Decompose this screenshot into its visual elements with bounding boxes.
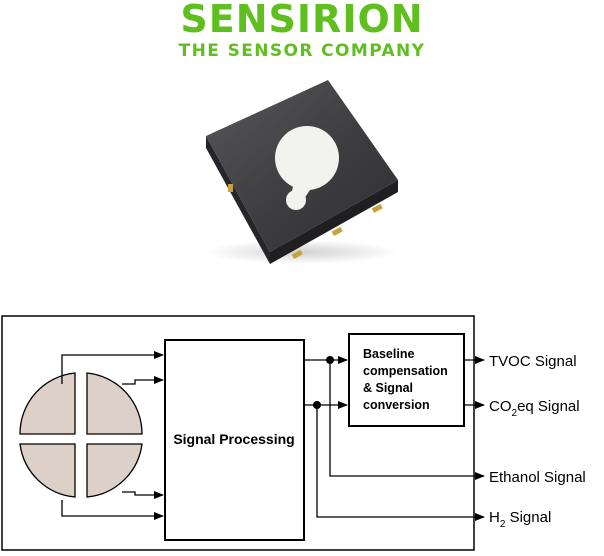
output-h2-suffix: Signal	[505, 509, 551, 526]
sensor-connectors	[61, 351, 164, 520]
output-co2eq-subscript: 2	[512, 408, 518, 419]
baseline-block	[348, 333, 465, 427]
junction-dot	[313, 401, 321, 409]
sensor-quadrant-bottom-right	[86, 443, 143, 498]
sensor-quadrant-top-left	[19, 372, 76, 435]
output-h2-prefix: H	[489, 509, 500, 526]
chip-left-face	[206, 136, 270, 264]
sensor-quadrant-top-right	[86, 372, 143, 435]
chip-shadow	[206, 240, 398, 264]
output-co2eq: CO2eq Signal	[489, 398, 580, 419]
output-h2-subscript: 2	[500, 519, 506, 530]
signal-processing-block	[164, 339, 305, 541]
brand-tagline: THE SENSOR COMPANY	[178, 41, 426, 61]
output-ethanol: Ethanol Signal	[489, 469, 586, 486]
signal-routing	[304, 356, 485, 521]
chip-right-face	[270, 180, 398, 264]
block-diagram: Signal Processing Baseline compensation …	[1, 315, 586, 551]
chip-pad	[371, 203, 383, 214]
sensor-elements	[19, 372, 143, 498]
output-h2: H2 Signal	[489, 509, 551, 530]
sensor-chip-photo	[206, 80, 398, 264]
sensor-quadrant-bottom-left	[19, 443, 76, 498]
baseline-label: Baseline compensation & Signal conversio…	[363, 347, 451, 412]
junction-dot	[326, 356, 334, 364]
baseline-label-line: Baseline	[363, 347, 414, 361]
output-tvoc: TVOC Signal	[489, 353, 577, 370]
chip-pad	[331, 226, 343, 237]
brand-logo: SENSIRION	[180, 0, 424, 41]
chip-window-tip	[286, 190, 306, 210]
chip-pad	[228, 184, 233, 192]
chip-pad	[291, 249, 303, 260]
baseline-label-line: conversion	[363, 398, 430, 412]
output-co2eq-prefix: CO	[489, 398, 512, 415]
chip-window	[275, 126, 339, 190]
output-co2eq-suffix: eq Signal	[517, 398, 580, 415]
signal-processing-label: Signal Processing	[173, 431, 294, 447]
baseline-label-line: compensation	[363, 364, 448, 378]
diagram-frame	[1, 315, 475, 551]
baseline-label-line: & Signal	[363, 381, 413, 395]
